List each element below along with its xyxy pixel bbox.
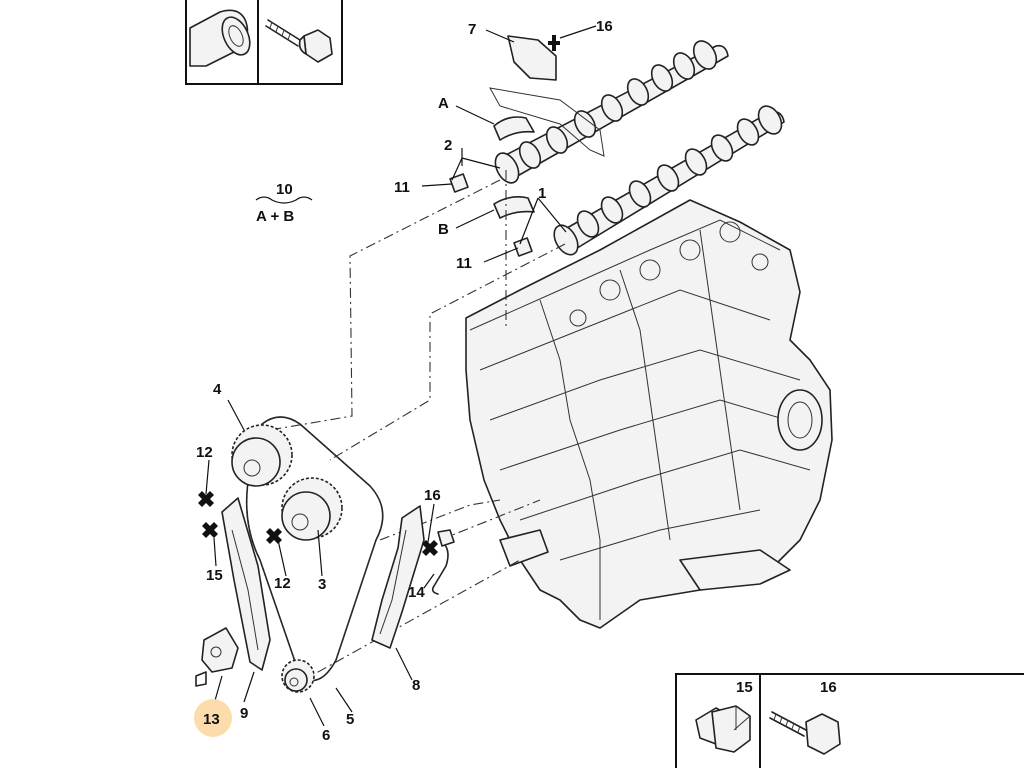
label-4: 4: [213, 381, 222, 398]
label-7: 7: [468, 21, 476, 38]
label-10: 10: [276, 181, 293, 198]
label-15-left: 15: [206, 567, 223, 584]
chain-tensioner-rail: [371, 505, 425, 649]
label-12-upper: 12: [196, 444, 213, 461]
label-11-upper: 11: [394, 179, 410, 196]
label-3: 3: [318, 576, 326, 593]
leader-lines: [205, 25, 597, 727]
engine-block: [465, 199, 833, 629]
label-16-top: 16: [596, 18, 613, 35]
timing-chain: [245, 416, 384, 682]
bolt-icon: [769, 711, 841, 755]
bearing-half-shell-a: [493, 116, 535, 141]
sprocket-exhaust-phaser: [281, 477, 343, 541]
key-lower: [513, 237, 533, 257]
bolt-icon: [695, 705, 751, 753]
label-11-lower: 11: [456, 255, 472, 272]
label-16-inset: 16: [820, 679, 837, 696]
label-12-lower: 12: [274, 575, 291, 592]
sleeve-icon: [189, 9, 251, 67]
label-16-mid: 16: [424, 487, 441, 504]
label-a-plus-b: A + B: [256, 208, 294, 225]
bracket-part-7: [489, 35, 605, 157]
oil-jet-14: [431, 529, 455, 595]
bearing-half-shell-b: [493, 196, 535, 219]
chain-guide-left: [221, 497, 271, 671]
label-8: 8: [412, 677, 420, 694]
label-13: 13: [203, 711, 220, 728]
label-b: B: [438, 221, 449, 238]
label-9: 9: [240, 705, 248, 722]
callout-labels: 7 16 A 2 11 10 A + B 1 B 11 4 12 16 15 1…: [196, 18, 837, 744]
inset-box-top-left: [185, 0, 343, 85]
sprocket-intake-phaser: [231, 424, 293, 487]
inset-box-bottom-right: [675, 673, 1024, 768]
label-15-inset: 15: [736, 679, 753, 696]
camshaft-intake: [494, 40, 729, 184]
bolt-icon: [265, 19, 333, 63]
camshaft-exhaust: [553, 105, 785, 256]
star-torque-icon: [198, 35, 560, 556]
label-1: 1: [538, 185, 546, 202]
highlight-circle: [194, 699, 232, 737]
label-2: 2: [444, 137, 452, 154]
label-14: 14: [408, 584, 425, 601]
chain-tensioner-13: [195, 627, 239, 687]
exploded-view-lines: [269, 170, 566, 683]
label-a: A: [438, 95, 449, 112]
label-6: 6: [322, 727, 330, 744]
key-upper: [449, 173, 469, 193]
crankshaft-sprocket: [281, 659, 315, 693]
label-5: 5: [346, 711, 354, 728]
